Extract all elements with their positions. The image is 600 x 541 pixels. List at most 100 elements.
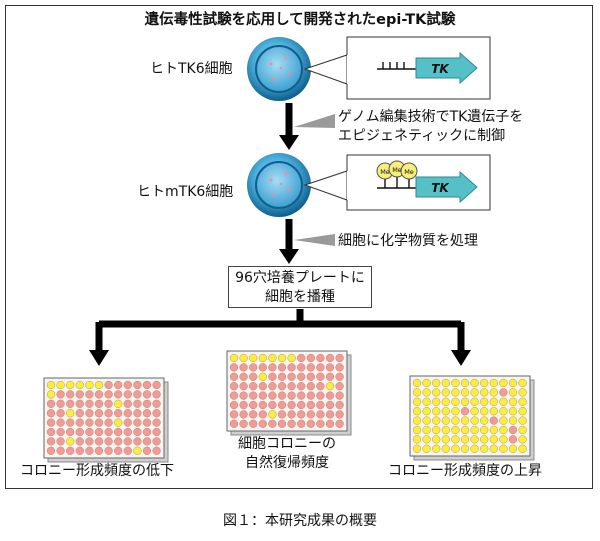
plate-well [306, 353, 315, 363]
plate-well [325, 353, 335, 363]
plate-well [94, 437, 104, 446]
plate-well [451, 407, 460, 416]
plate-well [325, 382, 335, 391]
plate-well [335, 410, 344, 419]
plate-well [508, 378, 518, 388]
plate-well [229, 372, 239, 381]
plate-well [422, 407, 431, 416]
plate-well [306, 363, 315, 372]
plate-well [75, 390, 84, 399]
step1-line2: エピジェネティックに制御 [338, 128, 506, 144]
plate-well [451, 425, 460, 435]
plate-well [335, 419, 344, 428]
plate-well [508, 407, 518, 416]
plate-well [152, 427, 161, 437]
plate-well [114, 446, 123, 455]
plate-well [258, 372, 267, 381]
plate-well [470, 378, 479, 388]
plate-well [152, 409, 161, 418]
plate-well [94, 418, 104, 427]
plate-well [480, 378, 489, 388]
plate-well [75, 399, 84, 408]
plate-well [268, 363, 277, 372]
plate-well [46, 409, 56, 418]
plate-well [94, 399, 104, 408]
plate-well [142, 437, 152, 446]
plate-well [480, 435, 489, 444]
plate-well [133, 390, 142, 399]
plate-well [441, 416, 450, 425]
plate-well [412, 435, 422, 444]
plate-well [432, 444, 441, 453]
plate-well [142, 446, 152, 455]
plate-well [229, 391, 239, 400]
plate-well [306, 372, 315, 381]
plate-well [508, 444, 518, 453]
plate-well [297, 391, 306, 400]
plate-well [460, 388, 470, 397]
plate-well [104, 399, 113, 408]
plate-well [480, 397, 489, 406]
plate-well [460, 435, 470, 444]
plate-well [306, 391, 315, 400]
plate-well [518, 407, 527, 416]
plate-well [142, 380, 152, 390]
plate-well [277, 372, 287, 381]
plate-well [268, 391, 277, 400]
mtk6-cell-icon [247, 153, 311, 217]
plate-well [66, 399, 75, 408]
tk-gene-callout [303, 36, 491, 100]
plate-well [85, 437, 94, 446]
plate-well [470, 444, 479, 453]
plate-well [114, 380, 123, 390]
plate-well [239, 410, 248, 419]
plate-well [114, 418, 123, 427]
plate-right [409, 375, 535, 461]
plate-well [249, 382, 258, 391]
plate-well [277, 391, 287, 400]
plate-well [239, 353, 248, 363]
plate-well [306, 419, 315, 428]
plate-well [123, 409, 132, 418]
plate-well [104, 380, 113, 390]
plate-well [123, 380, 132, 390]
plate-well [499, 425, 508, 435]
plate-well [56, 390, 65, 399]
plate-well [66, 418, 75, 427]
plate-well [325, 372, 335, 381]
plate-well [152, 418, 161, 427]
plate-well [56, 446, 65, 455]
plate-well [229, 382, 239, 391]
plate-well [518, 435, 527, 444]
plate-well [508, 425, 518, 435]
diagram-title: 遺伝毒性試験を応用して開発されたepi-TK試験 [144, 12, 456, 28]
step2-note: 細胞に化学物質を処理 [338, 233, 478, 249]
plate-well [94, 390, 104, 399]
plate-well [470, 397, 479, 406]
plate-well [297, 363, 306, 372]
plate-well [316, 363, 325, 372]
plate-well [249, 410, 258, 419]
plate-well [499, 435, 508, 444]
plate-well [325, 410, 335, 419]
tk-gene-label-2: TK [431, 181, 450, 195]
plate-well [422, 397, 431, 406]
plate-well [499, 407, 508, 416]
plate-well [249, 400, 258, 410]
plate-seeding-box: 96穴培養プレートに 細胞を播種 [228, 266, 372, 308]
plate-well [152, 399, 161, 408]
plate-well [287, 382, 296, 391]
plate-well [422, 425, 431, 435]
plate-well [518, 378, 527, 388]
plate-well [46, 437, 56, 446]
plate-well [287, 363, 296, 372]
plate-well [114, 399, 123, 408]
plate-well [480, 425, 489, 435]
plate-well [489, 425, 498, 435]
plate-well [46, 390, 56, 399]
plate-well [133, 437, 142, 446]
plate-well [297, 382, 306, 391]
plate-well [75, 380, 84, 390]
plate-well [46, 380, 56, 390]
